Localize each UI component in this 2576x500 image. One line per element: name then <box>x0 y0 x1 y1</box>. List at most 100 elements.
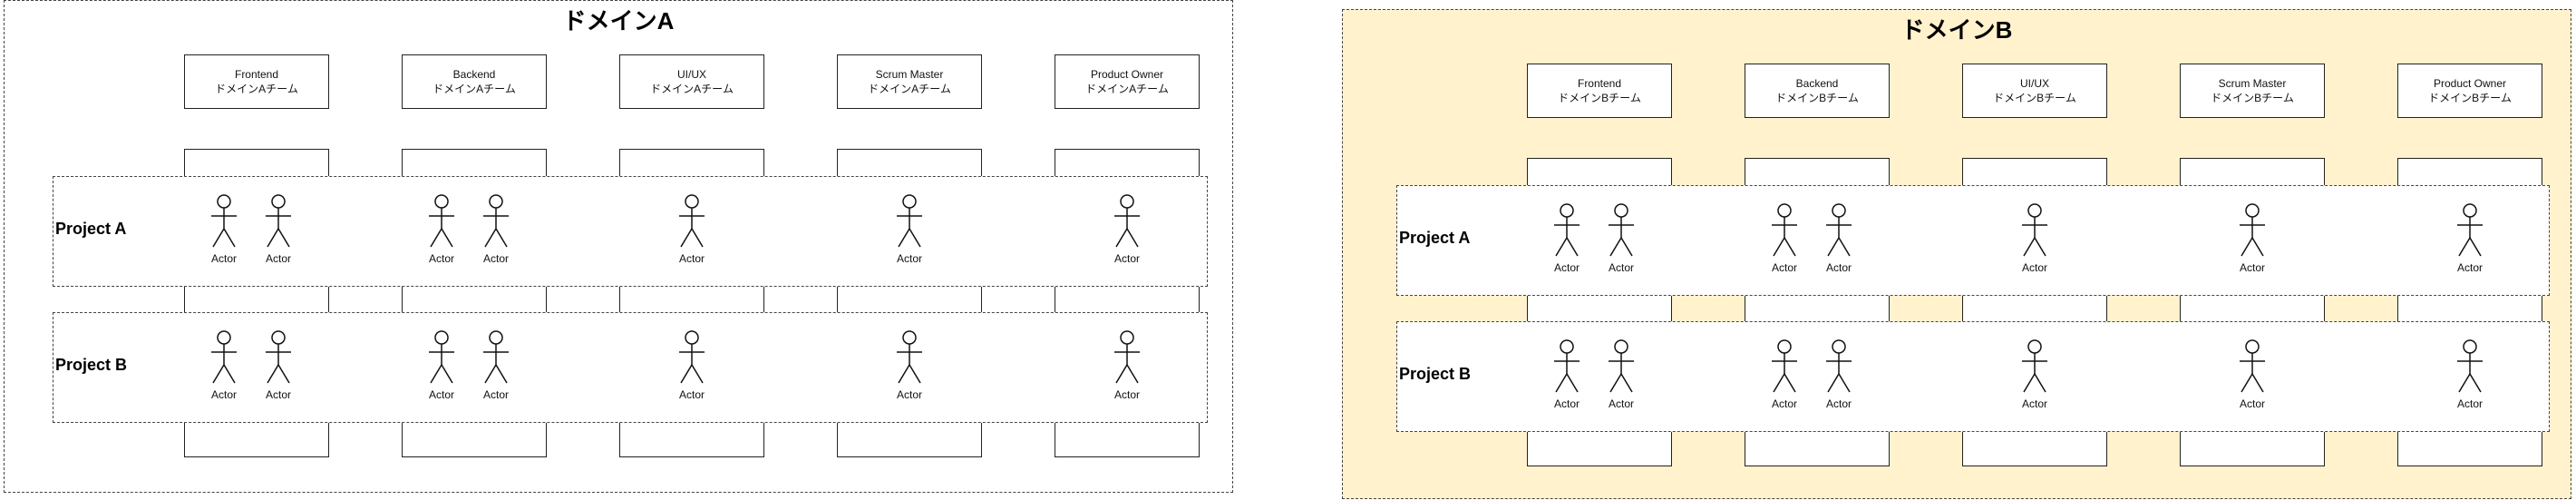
actor: Actor <box>423 194 460 267</box>
actor-figure-icon <box>429 330 454 384</box>
actor-figure-icon <box>2457 203 2483 257</box>
team-role-label: UI/UX <box>2019 77 2049 90</box>
team-domain-label: ドメインBチーム <box>1993 92 2076 104</box>
actor-figure-icon <box>897 194 922 248</box>
actor-label: Actor <box>2021 261 2047 274</box>
actor-label: Actor <box>1825 397 1852 410</box>
actor: Actor <box>1109 330 1145 403</box>
actor: Actor <box>1603 339 1639 412</box>
team-role-label: UI/UX <box>676 68 706 81</box>
actor-figure-icon <box>266 194 291 248</box>
actor-figure-icon <box>211 330 237 384</box>
actor-figure-icon <box>2457 339 2483 393</box>
actor-label: Actor <box>1608 261 1634 274</box>
actor-label: Actor <box>1771 397 1797 410</box>
actor-label: Actor <box>1113 252 1140 265</box>
actor: Actor <box>2234 339 2270 412</box>
actor-figure-icon <box>483 194 509 248</box>
actor: Actor <box>2452 203 2488 276</box>
actor: Actor <box>478 330 514 403</box>
project-label: Project B <box>55 356 128 374</box>
actor-figure-icon <box>1554 203 1580 257</box>
team-header-box: Backend ドメインBチーム <box>1745 64 1890 118</box>
actor-figure-icon <box>2022 203 2047 257</box>
actor-figure-icon <box>2022 339 2047 393</box>
project-label: Project A <box>1399 229 1471 247</box>
actor: Actor <box>2234 203 2270 276</box>
actor: Actor <box>1603 203 1639 276</box>
team-domain-label: ドメインAチーム <box>215 83 298 95</box>
team-domain-label: ドメインBチーム <box>1558 92 1641 104</box>
actor-label: Actor <box>210 252 237 265</box>
actor: Actor <box>206 330 242 403</box>
actor-figure-icon <box>1609 203 1634 257</box>
actor-label: Actor <box>2456 397 2483 410</box>
actor: Actor <box>1549 339 1585 412</box>
project-band: Project A <box>53 176 1208 287</box>
actor: Actor <box>1766 339 1803 412</box>
actor-label: Actor <box>896 252 922 265</box>
actor-figure-icon <box>266 330 291 384</box>
actor-label: Actor <box>428 388 454 401</box>
team-header-box: UI/UX ドメインBチーム <box>1962 64 2107 118</box>
actor-label: Actor <box>678 388 705 401</box>
team-domain-label: ドメインBチーム <box>1775 92 1859 104</box>
actor-figure-icon <box>429 194 454 248</box>
actor: Actor <box>891 330 928 403</box>
actor-label: Actor <box>2239 261 2265 274</box>
actor-label: Actor <box>482 252 509 265</box>
actor: Actor <box>260 330 296 403</box>
actor-label: Actor <box>1113 388 1140 401</box>
actor-label: Actor <box>482 388 509 401</box>
actor-figure-icon <box>679 194 705 248</box>
actor: Actor <box>260 194 296 267</box>
actor: Actor <box>1549 203 1585 276</box>
team-domain-label: ドメインAチーム <box>433 83 516 95</box>
actor-figure-icon <box>1609 339 1634 393</box>
actor-figure-icon <box>2240 203 2265 257</box>
actor: Actor <box>2017 339 2053 412</box>
team-domain-label: ドメインBチーム <box>2428 92 2512 104</box>
team-header-box: Product Owner ドメインBチーム <box>2397 64 2542 118</box>
team-role-label: Backend <box>1795 77 1839 90</box>
project-band: Project A <box>1396 185 2550 296</box>
team-domain-label: ドメインAチーム <box>1085 83 1169 95</box>
actor-figure-icon <box>1114 330 1140 384</box>
actor-figure-icon <box>1772 203 1797 257</box>
actor-label: Actor <box>1608 397 1634 410</box>
actor: Actor <box>423 330 460 403</box>
actor: Actor <box>478 194 514 267</box>
team-role-label: Scrum Master <box>2218 77 2287 90</box>
domain-a-container: ドメインA <box>4 0 1233 493</box>
team-domain-label: ドメインAチーム <box>650 83 734 95</box>
team-role-label: Frontend <box>234 68 279 81</box>
actor-label: Actor <box>265 388 291 401</box>
actor-figure-icon <box>211 194 237 248</box>
actor-label: Actor <box>428 252 454 265</box>
actor: Actor <box>1821 203 1857 276</box>
actor: Actor <box>206 194 242 267</box>
actor-label: Actor <box>210 388 237 401</box>
team-role-label: Scrum Master <box>875 68 944 81</box>
team-header-box: Scrum Master ドメインAチーム <box>837 54 982 109</box>
actor-label: Actor <box>2456 261 2483 274</box>
team-role-label: Product Owner <box>2433 77 2507 90</box>
team-role-label: Backend <box>452 68 496 81</box>
team-domain-label: ドメインAチーム <box>868 83 951 95</box>
actor: Actor <box>2452 339 2488 412</box>
actor-figure-icon <box>483 330 509 384</box>
actor-label: Actor <box>1553 397 1580 410</box>
project-band: Project B <box>53 312 1208 423</box>
team-header-box: Backend ドメインAチーム <box>402 54 547 109</box>
actor-figure-icon <box>1826 203 1852 257</box>
actor: Actor <box>1821 339 1857 412</box>
actor-figure-icon <box>1554 339 1580 393</box>
team-header-box: UI/UX ドメインAチーム <box>619 54 764 109</box>
actor-figure-icon <box>897 330 922 384</box>
project-label: Project B <box>1399 365 1472 383</box>
actor-label: Actor <box>1553 261 1580 274</box>
actor-label: Actor <box>896 388 922 401</box>
